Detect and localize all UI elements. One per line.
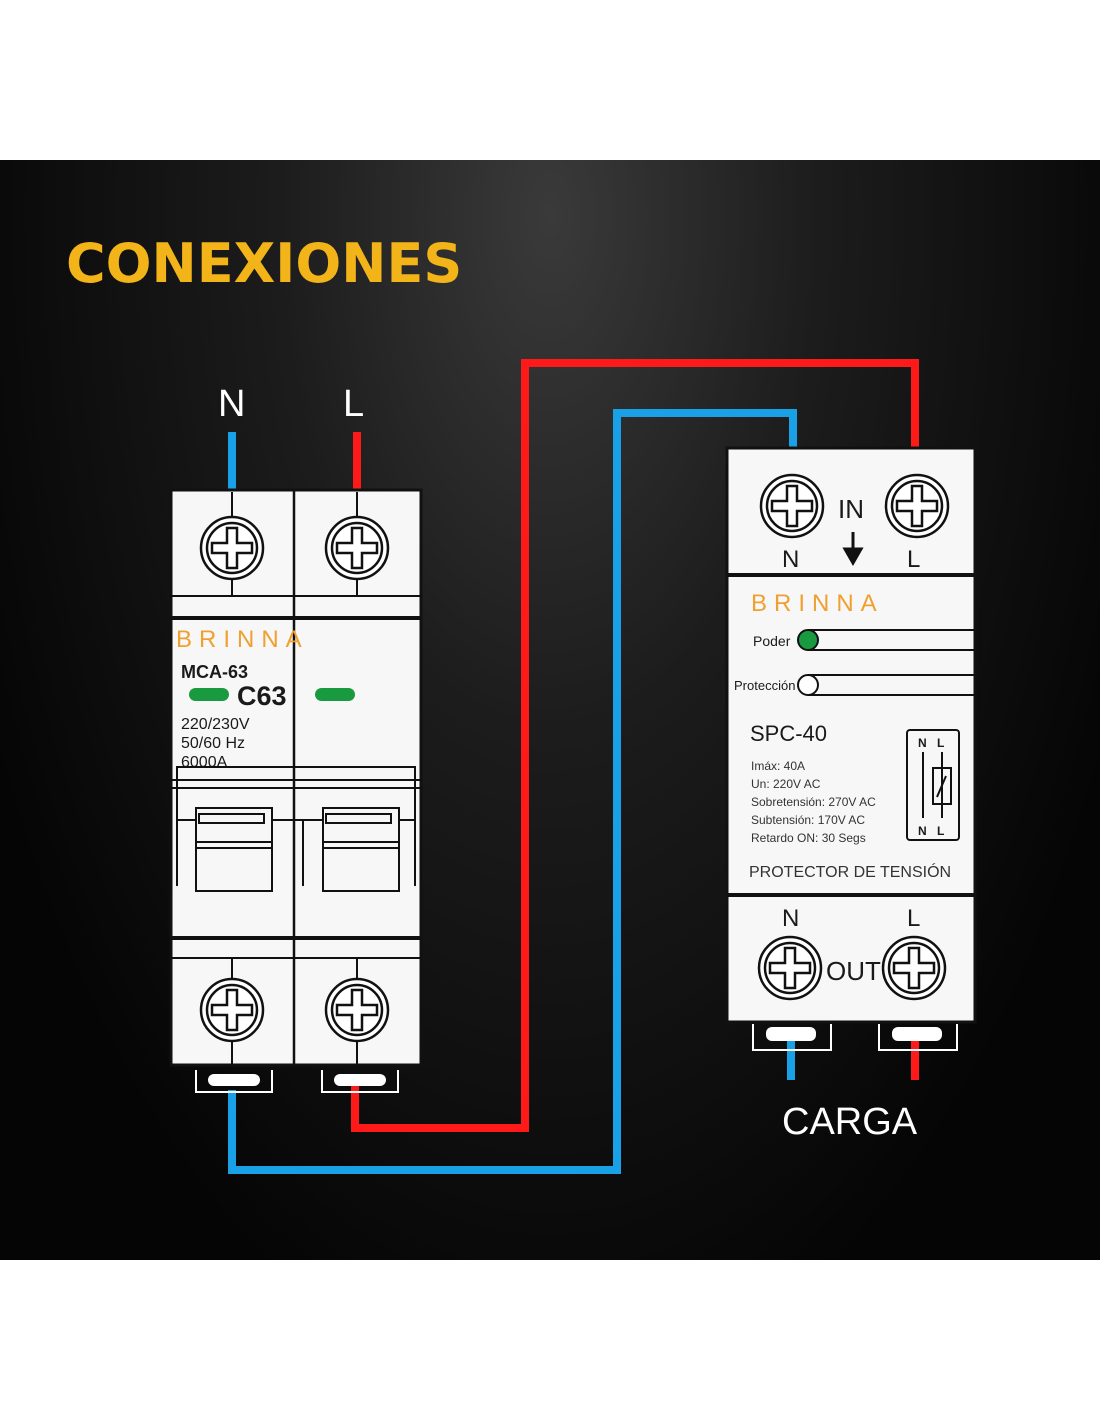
page-title: CONEXIONES <box>66 232 462 295</box>
circuit-schematic-icon <box>906 729 960 841</box>
in-n-label: N <box>782 546 799 573</box>
spec-delay: Retardo ON: 30 Segs <box>751 831 866 845</box>
spec-undervoltage: Subtensión: 170V AC <box>751 813 865 827</box>
live-wire <box>351 359 919 1132</box>
schematic-n-top: N <box>918 736 927 750</box>
schematic-l-top: L <box>937 736 944 750</box>
spec-overvoltage: Sobretensión: 270V AC <box>751 795 876 809</box>
power-label: Poder <box>753 633 791 649</box>
breaker-capacity: 6000A <box>181 754 228 771</box>
in-label: IN <box>838 494 864 524</box>
out-n-label: N <box>782 905 799 932</box>
neutral-wire <box>228 409 797 1174</box>
screw-icon <box>759 473 825 539</box>
terminal-clamp-icon <box>195 1069 273 1093</box>
spec-un: Un: 220V AC <box>751 777 821 791</box>
schematic-n-bottom: N <box>918 824 927 838</box>
breaker-rating: C63 <box>237 681 287 711</box>
terminal-clamp-icon <box>892 1027 942 1041</box>
screw-icon <box>199 515 265 581</box>
in-l-label: L <box>907 546 920 573</box>
power-led-icon <box>797 629 819 651</box>
breaker-model: MCA-63 <box>181 662 248 682</box>
load-label: CARGA <box>782 1101 918 1143</box>
arrow-down-icon <box>842 532 864 567</box>
protection-label: Protección <box>734 678 795 693</box>
breaker-brand-logo: BRINNA <box>176 626 309 653</box>
protection-led-icon <box>797 674 819 696</box>
screw-icon <box>884 473 950 539</box>
breaker-indicator-icon <box>189 688 229 701</box>
input-n-label: N <box>218 383 245 425</box>
screw-icon <box>324 515 390 581</box>
terminal-clamp-icon <box>321 1069 399 1093</box>
wires <box>228 359 919 1174</box>
out-label: OUT <box>826 956 881 986</box>
spec-imax: Imáx: 40A <box>751 759 805 773</box>
input-l-label: L <box>343 383 364 425</box>
screw-icon <box>881 935 947 1001</box>
breaker-frequency: 50/60 Hz <box>181 735 245 752</box>
schematic-l-bottom: L <box>937 824 944 838</box>
screw-icon <box>199 977 265 1043</box>
out-l-label: L <box>907 905 920 932</box>
breaker-voltage: 220/230V <box>181 716 250 733</box>
breaker-indicator-icon <box>315 688 355 701</box>
protector-model: SPC-40 <box>750 721 827 746</box>
screw-icon <box>757 935 823 1001</box>
screw-icon <box>324 977 390 1043</box>
terminal-clamp-icon <box>766 1027 816 1041</box>
protector-description: PROTECTOR DE TENSIÓN <box>749 862 951 881</box>
circuit-breaker: BRINNA MCA-63 C63 220/230V 50/60 Hz 6000… <box>169 488 423 1093</box>
voltage-protector: IN N L BRINNA Poder Protección SPC-40 Im… <box>725 446 977 1051</box>
protector-brand-logo: BRINNA <box>751 590 884 617</box>
